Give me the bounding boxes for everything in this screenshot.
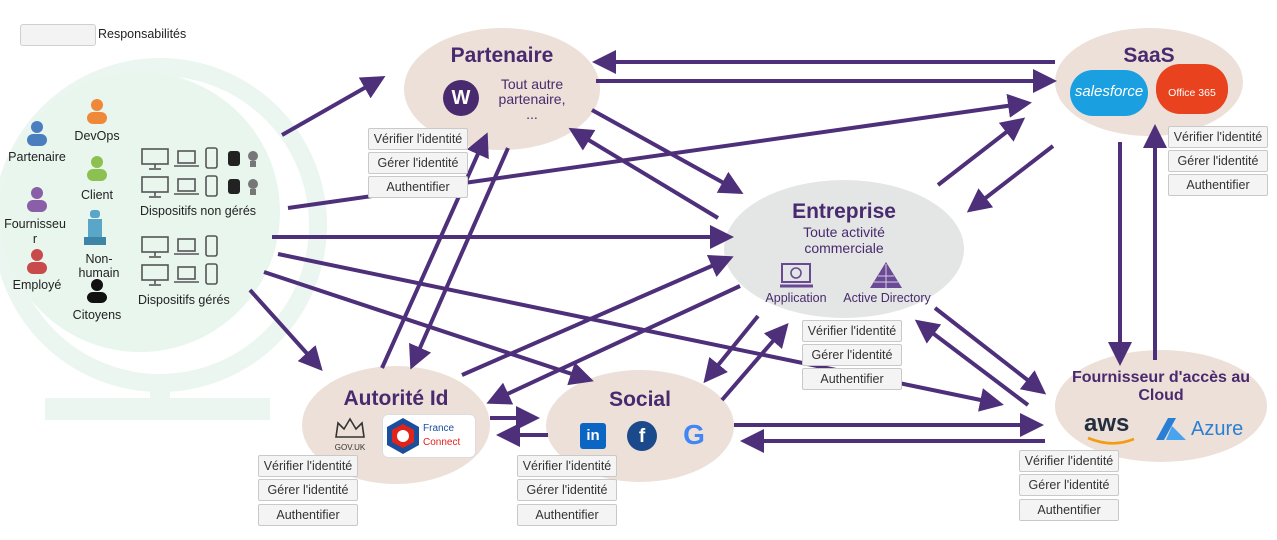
arrow-entreprise-to-partenaire [568, 127, 720, 220]
arrow-autorite-to-entreprise [461, 255, 734, 377]
actor-label-devops: DevOps [74, 129, 120, 143]
legend-swatch [20, 24, 96, 46]
salesforce-logo: salesforce [1070, 70, 1148, 116]
actor-label-non-humain: Non-humain [78, 252, 120, 280]
autorite-gerer-identite[interactable]: Gérer l'identité [258, 479, 358, 501]
application-label: Application [765, 291, 827, 305]
facebook-icon[interactable]: f [627, 421, 657, 451]
unmanaged-devices-label: Dispositifs non gérés [140, 204, 257, 218]
arrow-partenaire-to-autorite [409, 147, 510, 370]
arrow-saas-to-entreprise [966, 144, 1055, 213]
autorite-authentifier[interactable]: Authentifier [258, 504, 358, 526]
active-directory-label: Active Directory [843, 291, 931, 305]
managed-devices-icons [141, 235, 218, 286]
franceconnect-text-2: Connect [423, 437, 461, 448]
aws-smile-icon [1087, 436, 1135, 445]
partenaire-gerer-identite[interactable]: Gérer l'identité [368, 152, 468, 174]
unmanaged-devices-icons [141, 147, 258, 198]
arrow-entreprise-to-autorite [486, 284, 741, 405]
cloud-node [1055, 350, 1267, 462]
actor-label-employe: Employé [12, 278, 62, 292]
arrow-actors-to-partenaire [281, 76, 386, 137]
arrow-entreprise-to-cloud [933, 306, 1047, 395]
entreprise-verifier-identite[interactable]: Vérifier l'identité [802, 320, 902, 342]
social-authentifier[interactable]: Authentifier [517, 504, 617, 526]
entreprise-node [724, 180, 964, 318]
gov-uk-crown-icon [335, 417, 365, 438]
legend-label: Responsabilités [98, 27, 187, 41]
arrow-partenaire-to-entreprise [591, 108, 744, 194]
autorite-verifier-identite[interactable]: Vérifier l'identité [258, 455, 358, 477]
franceconnect-text-1: France [423, 423, 455, 434]
franceconnect-logo: France Connect [382, 414, 476, 458]
cloud-verifier-identite[interactable]: Vérifier l'identité [1019, 450, 1119, 472]
office365-cloud-icon [1156, 64, 1228, 114]
saas-gerer-identite[interactable]: Gérer l'identité [1168, 150, 1268, 172]
actor-label-client: Client [81, 188, 113, 202]
actor-label-citoyens: Citoyens [72, 308, 122, 322]
managed-devices-label: Dispositifs gérés [138, 293, 230, 307]
social-gerer-identite[interactable]: Gérer l'identité [517, 479, 617, 501]
actor-label-partenaire: Partenaire [8, 150, 66, 164]
citoyens-actor-icon [87, 279, 107, 303]
partenaire-verifier-identite[interactable]: Vérifier l'identité [368, 128, 468, 150]
arrow-entreprise-to-social [703, 314, 760, 384]
saas-title: SaaS [1123, 44, 1175, 67]
entreprise-title: Entreprise [792, 200, 896, 223]
azure-logo: Azure [1191, 418, 1244, 440]
active-directory-icon [870, 262, 902, 288]
franceconnect-icon [387, 418, 419, 454]
devops-actor-icon [87, 99, 107, 124]
partenaire-subtitle: Tout autre partenaire, ... [498, 76, 566, 122]
robot-actor-icon [84, 210, 106, 245]
actors-area [0, 72, 280, 352]
google-icon[interactable]: G [683, 419, 705, 450]
partenaire-title: Partenaire [450, 44, 554, 67]
fournisseur-actor-icon [27, 187, 47, 212]
entreprise-subtitle: Toute activité commerciale [803, 224, 885, 256]
cloud-gerer-identite[interactable]: Gérer l'identité [1019, 474, 1119, 496]
arrow-autorite-to-partenaire [380, 132, 489, 369]
entreprise-authentifier[interactable]: Authentifier [802, 368, 902, 390]
actors-globe-decoration [0, 58, 327, 420]
gov-uk-logo: GOV.UK [334, 443, 366, 452]
social-title: Social [609, 388, 671, 411]
azure-icon [1156, 418, 1186, 440]
arrow-cloud-to-entreprise [914, 319, 1030, 407]
cloud-title: Fournisseur d'accès au Cloud [1071, 369, 1251, 404]
employe-actor-icon [27, 249, 47, 274]
partenaire-actor-icon [27, 121, 47, 146]
arrow-social-to-entreprise [720, 322, 789, 402]
saas-verifier-identite[interactable]: Vérifier l'identité [1168, 126, 1268, 148]
arrow-entreprise-to-saas [936, 117, 1026, 187]
entreprise-gerer-identite[interactable]: Gérer l'identité [802, 344, 902, 366]
aws-logo: aws [1084, 410, 1130, 437]
actor-label-fournisseur: Fournisseur [4, 217, 66, 246]
saas-authentifier[interactable]: Authentifier [1168, 174, 1268, 196]
partenaire-authentifier[interactable]: Authentifier [368, 176, 468, 198]
client-actor-icon [87, 156, 107, 181]
arrow-actors-to-social [263, 270, 594, 386]
application-icon [780, 263, 813, 288]
office365-logo: Office 365 [1168, 87, 1216, 99]
autorite-id-title: Autorité Id [343, 387, 449, 410]
cloud-authentifier[interactable]: Authentifier [1019, 499, 1119, 521]
partner-logo-icon: W [443, 80, 479, 116]
social-verifier-identite[interactable]: Vérifier l'identité [517, 455, 617, 477]
arrow-actors-to-autorite [248, 288, 323, 371]
linkedin-icon[interactable]: in [580, 423, 606, 449]
